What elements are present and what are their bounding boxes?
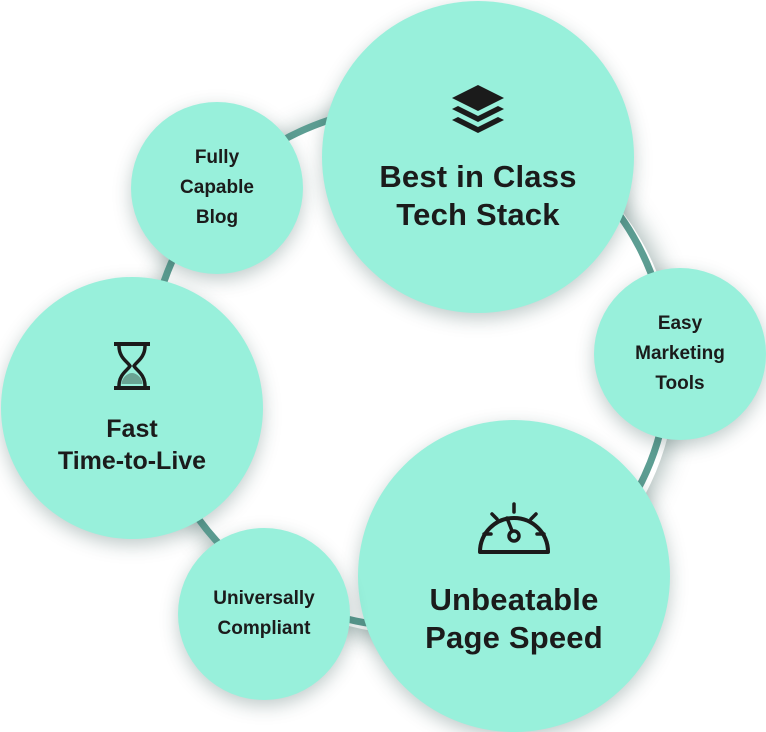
label-line: Page Speed: [425, 619, 603, 655]
bubble-label: Best in Class Tech Stack: [379, 158, 576, 234]
bubble-label: Fast Time-to-Live: [58, 413, 206, 477]
label-line: Marketing: [635, 343, 725, 364]
stacked-layers-icon: [448, 81, 508, 144]
bubble-best-in-class-tech-stack: Best in Class Tech Stack: [322, 1, 634, 313]
label-line: Tools: [655, 373, 705, 394]
bubble-label: Universally Compliant: [213, 584, 314, 644]
label-line: Best in Class: [379, 158, 577, 194]
speedometer-icon: [474, 496, 554, 563]
bubble-label: Unbeatable Page Speed: [425, 581, 603, 657]
label-line: Easy: [657, 313, 703, 334]
bubble-easy-marketing-tools: Easy Marketing Tools: [594, 268, 766, 440]
bubble-unbeatable-page-speed: Unbeatable Page Speed: [358, 420, 670, 732]
hourglass-icon: [112, 340, 152, 397]
label-line: Unbeatable: [429, 581, 599, 617]
label-line: Time-to-Live: [57, 446, 207, 475]
label-line: Capable: [180, 177, 254, 198]
label-line: Tech Stack: [396, 196, 560, 232]
bubble-fully-capable-blog: Fully Capable Blog: [131, 102, 303, 274]
bubble-label: Fully Capable Blog: [180, 143, 254, 233]
bubble-fast-time-to-live: Fast Time-to-Live: [1, 277, 263, 539]
bubble-universally-compliant: Universally Compliant: [178, 528, 350, 700]
label-line: Compliant: [217, 618, 311, 639]
label-line: Fully: [194, 147, 240, 168]
label-line: Universally: [213, 588, 315, 609]
bubble-label: Easy Marketing Tools: [635, 309, 725, 399]
label-line: Blog: [195, 207, 239, 228]
label-line: Fast: [106, 414, 158, 443]
